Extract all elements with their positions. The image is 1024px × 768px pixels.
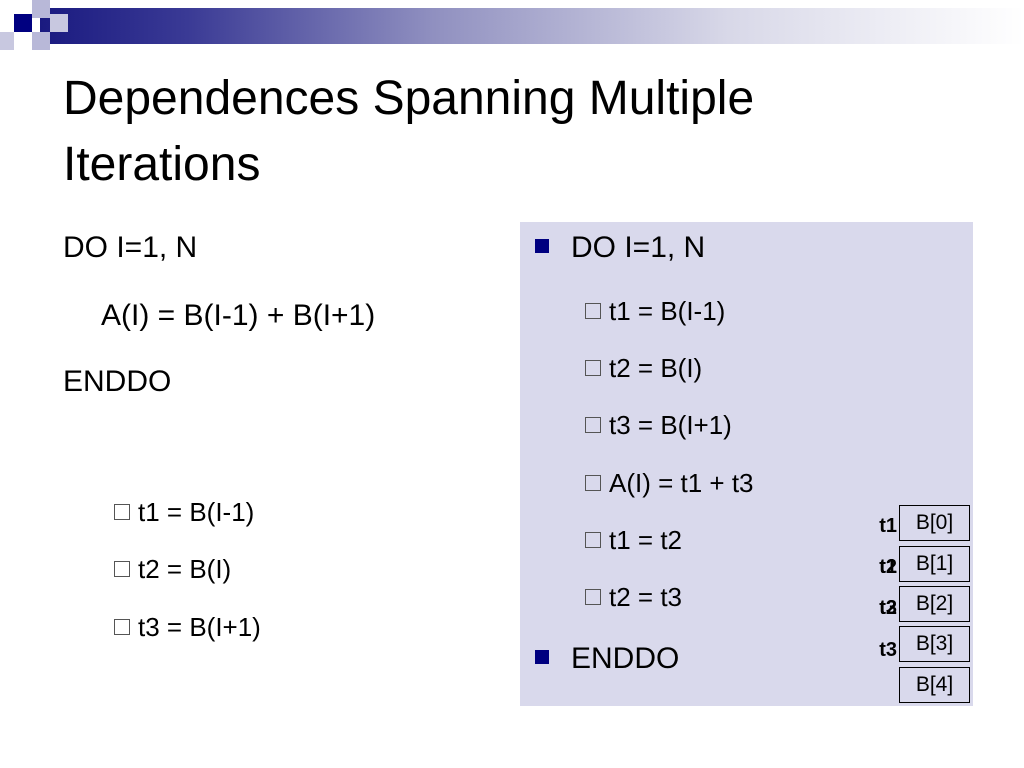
navy-bullet-icon — [535, 650, 549, 665]
right-sub-item-text: t1 = t2 — [609, 525, 682, 555]
deco-square-light — [32, 32, 50, 50]
right-sub-item-text: t3 = B(I+1) — [609, 410, 732, 440]
array-box-b0: B[0] — [899, 505, 970, 541]
left-sub-item: t3 = B(I+1) — [114, 611, 261, 643]
right-do-line: DO I=1, N — [535, 230, 705, 266]
array-box-b4: B[4] — [899, 667, 970, 703]
square-bullet-icon — [585, 303, 601, 320]
right-sub-item: t2 = B(I) — [585, 352, 702, 384]
array-box-b2: B[2] — [899, 586, 970, 622]
left-sub-item-text: t2 = B(I) — [138, 554, 232, 584]
left-sub-item: t2 = B(I) — [114, 553, 231, 585]
right-sub-item-text: t2 = B(I) — [609, 353, 703, 383]
temp-label-row3: t3 — [879, 639, 897, 661]
right-enddo-text: ENDDO — [571, 642, 680, 675]
square-bullet-icon — [114, 504, 130, 521]
temp-label-row1-overlay: t1 — [879, 556, 897, 578]
array-box-b1: B[1] — [899, 546, 970, 582]
square-bullet-icon — [585, 589, 601, 606]
deco-square-navy — [14, 14, 32, 32]
deco-square-light — [50, 14, 68, 32]
right-enddo-line: ENDDO — [535, 641, 679, 677]
left-enddo-line: ENDDO — [63, 365, 172, 398]
right-do-text: DO I=1, N — [571, 231, 706, 264]
right-sub-item: t3 = B(I+1) — [585, 409, 732, 441]
square-bullet-icon — [114, 619, 130, 636]
temp-label-row0: t1 — [879, 515, 897, 537]
right-sub-item-text: t1 = B(I-1) — [609, 296, 726, 326]
right-sub-item-text: A(I) = t1 + t3 — [609, 468, 754, 498]
deco-square-light — [32, 0, 50, 18]
square-bullet-icon — [585, 475, 601, 492]
right-sub-item: t1 = B(I-1) — [585, 295, 725, 327]
temp-label-row1: t2 — [879, 556, 897, 578]
deco-square-light — [0, 32, 14, 50]
header-gradient-bar — [40, 8, 1024, 44]
slide-title-line1: Dependences Spanning Multiple — [63, 72, 755, 125]
slide-title-line2: Iterations — [63, 138, 261, 191]
left-sub-item-text: t1 = B(I-1) — [138, 497, 255, 527]
left-do-line: DO I=1, N — [63, 231, 198, 264]
right-sub-item: t2 = t3 — [585, 581, 682, 613]
square-bullet-icon — [585, 532, 601, 549]
temp-label-row2: t3 — [879, 597, 897, 619]
right-sub-item: A(I) = t1 + t3 — [585, 467, 754, 499]
left-assign-line: A(I) = B(I-1) + B(I+1) — [101, 299, 376, 332]
right-sub-item: t1 = t2 — [585, 524, 682, 556]
square-bullet-icon — [114, 561, 130, 578]
right-code-panel — [520, 222, 973, 706]
slide-title: Dependences Spanning Multiple Iterations — [63, 66, 963, 198]
left-sub-item: t1 = B(I-1) — [114, 496, 254, 528]
square-bullet-icon — [585, 417, 601, 434]
navy-bullet-icon — [535, 239, 549, 254]
temp-label-row2-overlay: t2 — [879, 597, 897, 619]
right-sub-item-text: t2 = t3 — [609, 582, 682, 612]
left-sub-item-text: t3 = B(I+1) — [138, 612, 261, 642]
array-box-b3: B[3] — [899, 626, 970, 662]
square-bullet-icon — [585, 360, 601, 377]
